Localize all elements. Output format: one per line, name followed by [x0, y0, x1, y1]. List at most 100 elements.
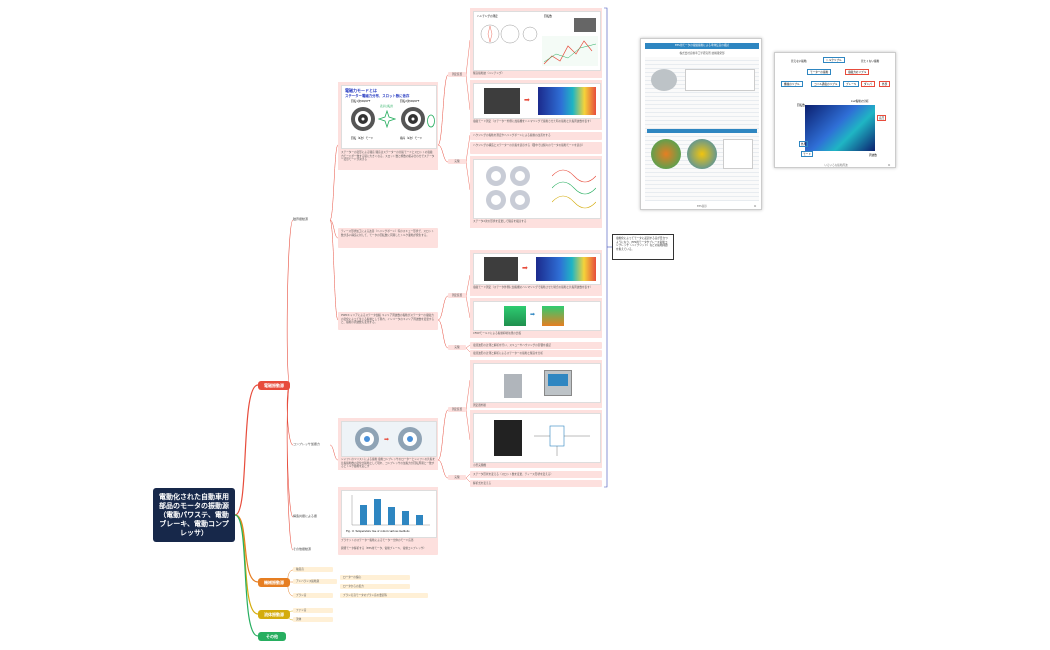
card2-node-b: 電磁力のリプル — [845, 69, 870, 75]
topic-structural[interactable]: 構造共振による振 — [293, 514, 317, 518]
topic-fan[interactable]: ファン音 — [293, 608, 333, 613]
machine-frame — [494, 420, 522, 456]
caption-c7: CFRPモールドによる振動抑制効果の比較 — [473, 332, 522, 335]
topic-compressor[interactable]: コンプレッサ加振力 — [293, 442, 320, 446]
card2-node-c: 機械のリプル — [781, 81, 803, 87]
label-experiment-2[interactable]: 実験 — [448, 345, 466, 350]
structural-caption: ブラケットのステーター振動によるモーター全体のモード応答 — [341, 539, 414, 542]
note-imbalance-2: ロータからの反力 — [340, 584, 410, 589]
em-mode-measure-box: ➡ 電磁モード測定（ステーター外側に加振機をハンマリングで振動させた時の振動と共… — [470, 80, 602, 130]
card2-footer: いろいろな振動周波 — [824, 164, 848, 167]
topic-airflow[interactable]: 流体 — [293, 617, 333, 622]
spectrogram-2 — [536, 257, 596, 281]
bar-graph-icon — [351, 495, 430, 526]
topic-cogging[interactable]: 磁界振動源 — [293, 217, 309, 221]
category-electromagnetic[interactable]: 電磁振動源 — [258, 381, 290, 390]
root-topic[interactable]: 電動化された自動車用部品のモータの振動源（電動パワステ、電動ブレーキ、電動コンプ… — [153, 488, 235, 542]
slide-title: 電磁力モードとは — [345, 88, 377, 93]
fem-model-1 — [504, 306, 526, 326]
compressor-image: ➡ — [341, 421, 437, 457]
card2-axis-x: 周波数 — [869, 154, 877, 157]
card2-label-right: 見たくない振動 — [861, 60, 880, 63]
label-measure-2[interactable]: 測定装置 — [448, 293, 466, 298]
device-body — [504, 374, 522, 398]
eps-paper-card[interactable]: EPS用モータの電磁振動による車体伝音の検討 株式会社自動車工学研究所 技術開発… — [640, 38, 762, 210]
topic-brush[interactable]: ブラシ音 — [293, 593, 333, 598]
slide-right-bottom: 楕円（2次）モード — [400, 137, 423, 140]
card1-figure-3 — [651, 139, 681, 169]
schematic-icon — [534, 425, 590, 456]
photo-thumb — [574, 18, 596, 32]
external-link-icon[interactable]: ⧉ — [754, 204, 757, 208]
caption-c8: 電流波形の計測と解析を行い、スキューやハウジングの影響を検証 — [470, 342, 602, 349]
small-machine-image — [473, 413, 601, 463]
thumb-rpm: 回転数 — [544, 15, 552, 18]
card1-authors: 株式会社自動車工学研究所 技術開発部 — [679, 52, 725, 55]
external-link-icon-2[interactable]: ⧉ — [888, 163, 891, 167]
device-photo — [484, 88, 520, 114]
card1-heading: EPS用モータの電磁振動による車体伝音の検討 — [645, 43, 759, 49]
label-experiment-1[interactable]: 実験 — [448, 159, 466, 164]
slide-left-top: 回転1次ON/OFF — [351, 100, 371, 103]
slide-center: 表示は転用 — [380, 105, 393, 108]
arrow-icon-3: ➡ — [522, 264, 528, 272]
motor-cross-section-icon — [351, 107, 375, 131]
em-mode-measure-image: ➡ — [473, 83, 601, 119]
card1-footer: EPS展示 — [696, 205, 708, 208]
graph-caption: Fig. 11 Temperature rise of coils in var… — [346, 530, 410, 533]
category-mechanical[interactable]: 機械振動源 — [258, 578, 290, 587]
caption-c2: 電磁モード測定（ステーター外側に加振機をハンマリングで振動させた時の振動と共振周… — [473, 120, 593, 123]
card2-node-d: コイル通電のリプル — [811, 81, 841, 87]
slide-left-bottom: 回転（4次）モード — [351, 137, 374, 140]
vibration-diagram-card[interactable]: 見えない振動 見たくない振動 トルクリプル モーターの振動 電磁力のリプル 機械… — [774, 52, 896, 168]
label-measure-3[interactable]: 測定装置 — [448, 407, 466, 412]
card2-node-a: モーターの振動 — [807, 69, 832, 75]
em-mode-measure-image-2: ➡ — [473, 253, 601, 285]
arrow-icon-4: ➡ — [530, 311, 536, 318]
measure-device-image — [473, 363, 601, 403]
slide-subtitle: ステーター電磁力分布、スロット数に依存 — [345, 94, 410, 98]
structural-box: Fig. 11 Temperature rise of coils in var… — [338, 487, 438, 547]
hunting-measure-image: ハンチングの測定 回転数 — [473, 11, 601, 71]
card2-tag-1: 外周 — [799, 141, 809, 147]
card1-figure-5 — [723, 139, 753, 169]
caption-c4: ハウジングの構造とステーターの共振を表示する（図中では個々のモータの振動モードを… — [470, 142, 602, 154]
others-note: 開発モータ解析する（EPS用モータ、電動ブレーキ、電動コンプレッサ） — [338, 545, 438, 555]
card2-node-e: ブレーキ — [843, 81, 860, 87]
category-other[interactable]: その他 — [258, 632, 286, 641]
card2-tag-2: 音圧 — [877, 115, 887, 121]
topic-bearing[interactable]: 軸受音 — [293, 567, 333, 572]
em-mode-measure-box-2: ➡ 電磁モード測定（ステータ外側に加振機のハンマリングで振動させた場合の振動と共… — [470, 250, 602, 296]
card2-node-g: 外部 — [879, 81, 891, 87]
sine-wave-icon — [552, 169, 596, 209]
ellipse-mode-icon — [427, 114, 435, 128]
card1-figure-2 — [685, 69, 755, 91]
slide-right-top: 回転2次ON/OFF — [400, 100, 420, 103]
device-photo-2 — [484, 257, 518, 281]
category-fluid[interactable]: 流体振動源 — [258, 610, 290, 619]
label-measure-1[interactable]: 測定装置 — [448, 72, 466, 77]
arrow-icon: ➡ — [384, 436, 390, 443]
polar-plot-icon — [480, 24, 538, 44]
cfrp-image: ➡ — [473, 301, 601, 331]
deformation-mode-icon — [378, 110, 396, 128]
cfrp-box: ➡ CFRPモールドによる振動抑制効果の比較 — [470, 298, 602, 338]
hunting-measure-box: ハンチングの測定 回転数 騒音振動波（ハンチング） — [470, 8, 602, 78]
stator-icons — [486, 166, 530, 210]
ripple-note: PWMキャリアによるステータ加振 キャリア周波数の振動がステーターの電磁力の変化… — [338, 312, 438, 330]
motor-cross-section-icon-2 — [401, 107, 425, 131]
label-experiment-3[interactable]: 実験 — [448, 475, 466, 480]
caption-c11: 小型実験機 — [473, 464, 486, 467]
rotor-icon — [355, 427, 379, 451]
spectrogram — [538, 87, 596, 115]
card1-figure-4 — [687, 139, 717, 169]
device-screen — [548, 374, 568, 386]
topic-imbalance[interactable]: アンバランス振動源 — [293, 579, 337, 584]
em-mode-slide: 電磁力モードとは ステーター電磁力分布、スロット数に依存 回転1次ON/OFF … — [341, 85, 437, 149]
note-imbalance-1: ローターの偏心 — [340, 575, 410, 580]
card2-axis-y: 回転数 — [797, 104, 805, 107]
em-mode-slide-box: 電磁力モードとは ステーター電磁力分布、スロット数に依存 回転1次ON/OFF … — [338, 82, 438, 170]
campbell-diagram — [805, 105, 875, 151]
topic-others[interactable]: その他振動源 — [293, 547, 312, 551]
card2-tag-3: モード — [801, 151, 813, 157]
